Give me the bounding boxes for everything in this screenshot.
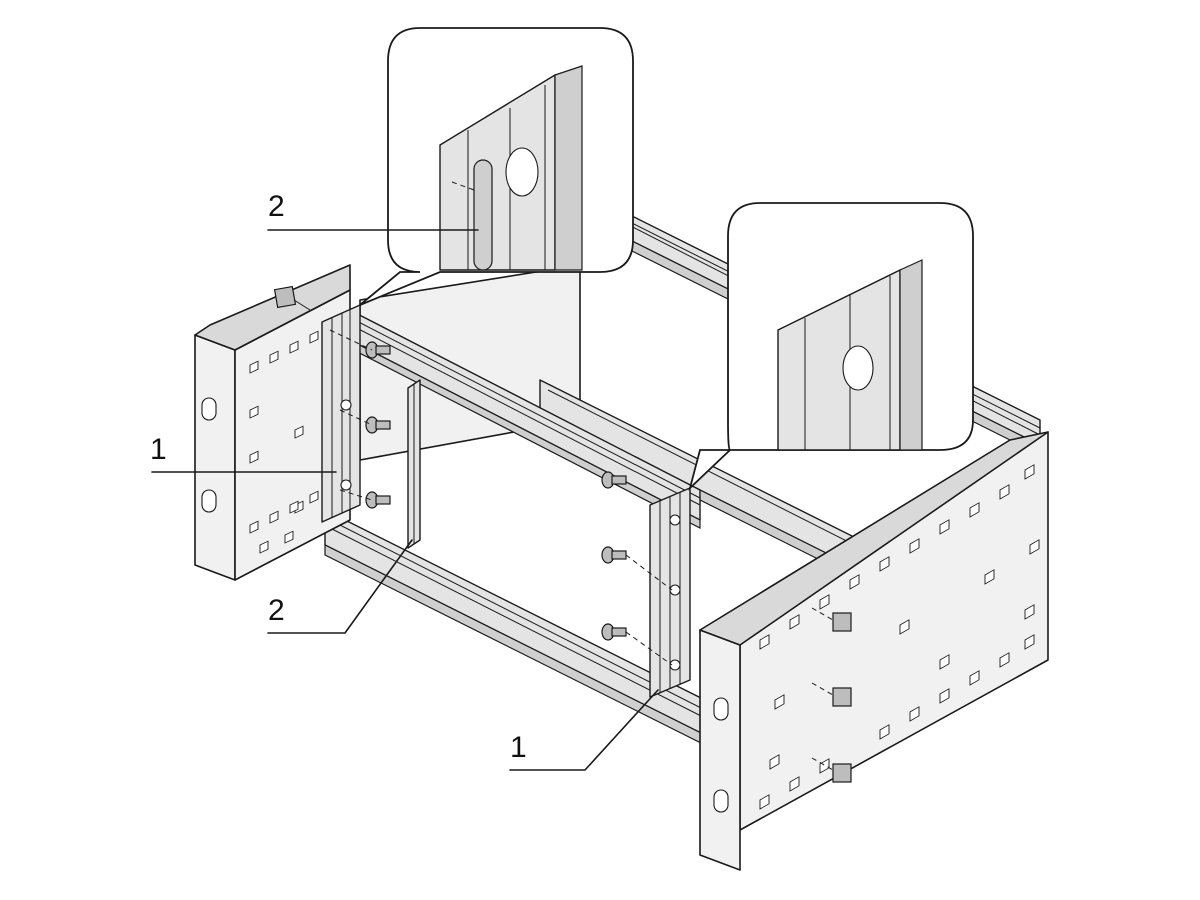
callout-1-left: 1 [150, 433, 167, 466]
front-lower-rail [324, 509, 706, 746]
left-panel-slots [249, 330, 319, 554]
panel-slot [249, 450, 259, 464]
left-screws [273, 285, 391, 509]
panel-slot [909, 706, 920, 722]
left-side-panel [194, 264, 351, 581]
left-insert-strip [407, 379, 421, 549]
panel-slot [899, 619, 910, 635]
panel-slot [819, 758, 830, 774]
right-cage-nuts [811, 607, 852, 783]
panel-slot [289, 340, 299, 354]
right-screws [601, 471, 673, 666]
detail-bubble-left [359, 27, 634, 306]
panel-slot [249, 360, 259, 374]
panel-slot [769, 754, 780, 770]
panel-slot [774, 694, 785, 710]
panel-slot [969, 502, 980, 518]
panel-slot [1024, 464, 1035, 480]
right-guide-profile [649, 487, 691, 698]
callout-2-bottom: 2 [268, 594, 285, 627]
panel-slot [759, 794, 770, 810]
panel-slot [289, 500, 299, 514]
panel-slot [819, 594, 830, 610]
panel-slot [879, 724, 890, 740]
panel-slot [789, 776, 800, 792]
panel-slot [1024, 604, 1035, 620]
panel-slot [249, 520, 259, 534]
panel-slot [999, 652, 1010, 668]
panel-slot [309, 330, 319, 344]
panel-slot [939, 654, 950, 670]
panel-slot [269, 350, 279, 364]
panel-slot [1024, 634, 1035, 650]
panel-slot [849, 574, 860, 590]
panel-slot [909, 538, 920, 554]
detail-bubble-right [688, 202, 974, 491]
left-guide-profile [321, 304, 361, 523]
panel-slot [269, 510, 279, 524]
panel-slot [999, 484, 1010, 500]
callout-2-top: 2 [268, 190, 285, 223]
panel-slot [984, 569, 995, 585]
panel-slot [789, 614, 800, 630]
panel-slot [939, 519, 950, 535]
right-panel-slots [759, 464, 1040, 810]
panel-slot [259, 540, 269, 554]
leader-lines [151, 229, 659, 771]
panel-slot [309, 490, 319, 504]
panel-slot [939, 688, 950, 704]
panel-slot [294, 425, 304, 439]
panel-slot [1029, 539, 1040, 555]
panel-slot [759, 634, 770, 650]
panel-slot [249, 405, 259, 419]
panel-slot [284, 530, 294, 544]
right-side-panel [699, 431, 1049, 871]
panel-slot [879, 556, 890, 572]
panel-slot [969, 670, 980, 686]
callout-1-bottom: 1 [510, 731, 527, 764]
